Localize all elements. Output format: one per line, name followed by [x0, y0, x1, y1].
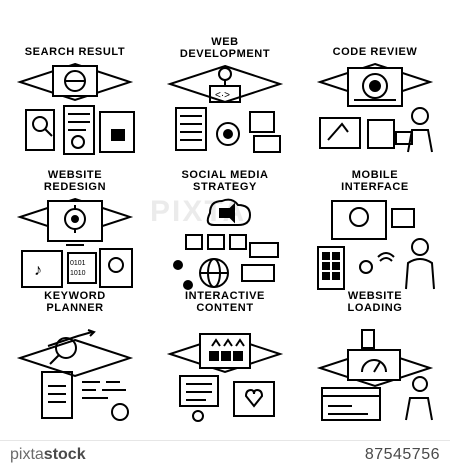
brand-logo: pixtastock — [10, 446, 86, 464]
search-result-icon — [8, 60, 142, 158]
watermark: PIXTA — [150, 195, 247, 228]
icon-cell-social-media-strategy: SOCIAL MEDIA STRATEGY — [150, 143, 300, 290]
icon-title: SEARCH RESULT — [24, 46, 126, 58]
brand-light: pixta — [10, 446, 44, 463]
interactive-content-icon — [158, 326, 292, 424]
web-development-icon: <·> — [158, 60, 292, 158]
icon-title: INTERACTIVE CONTENT — [185, 290, 265, 314]
svg-text:<·>: <·> — [215, 90, 230, 101]
icon-cell-web-development: WEB DEVELOPMENT <·> — [150, 0, 300, 153]
icon-cell-mobile-interface: MOBILE INTERFACE — [300, 143, 450, 290]
social-media-strategy-icon — [158, 195, 292, 293]
icon-title: WEB DEVELOPMENT — [179, 36, 271, 60]
svg-text:♪: ♪ — [34, 262, 42, 279]
icon-title: WEBSITE REDESIGN — [43, 169, 107, 193]
brand-bold: stock — [43, 446, 86, 463]
stock-footer: pixtastock 87545756 — [0, 440, 450, 470]
icon-title: KEYWORD PLANNER — [44, 290, 106, 314]
code-review-icon — [308, 60, 442, 158]
icon-cell-interactive-content: INTERACTIVE CONTENT — [150, 286, 300, 426]
icon-grid: SEARCH RESULT WEB DEVELOPMENT — [0, 0, 450, 426]
svg-text:1010: 1010 — [70, 270, 86, 277]
website-redesign-icon: ♪ 0101 1010 — [8, 195, 142, 293]
icon-title: CODE REVIEW — [332, 46, 418, 58]
icon-title: SOCIAL MEDIA STRATEGY — [181, 169, 269, 193]
icon-cell-code-review: CODE REVIEW — [300, 0, 450, 153]
icon-cell-search-result: SEARCH RESULT — [0, 0, 150, 155]
icon-cell-keyword-planner: KEYWORD PLANNER — [0, 286, 150, 426]
svg-text:0101: 0101 — [70, 260, 86, 267]
keyword-planner-icon — [8, 326, 142, 424]
icon-title: MOBILE INTERFACE — [341, 169, 409, 193]
icon-cell-website-redesign: WEBSITE REDESIGN ♪ 0101 1010 — [0, 143, 150, 288]
image-id: 87545756 — [364, 446, 440, 463]
icon-cell-website-loading: WEBSITE LOADING — [300, 286, 450, 426]
mobile-interface-icon — [308, 195, 442, 293]
icon-title: WEBSITE LOADING — [347, 290, 403, 314]
website-loading-icon — [308, 326, 442, 424]
